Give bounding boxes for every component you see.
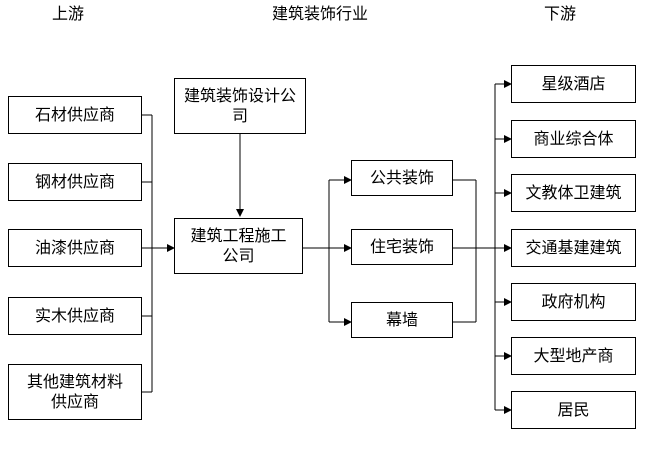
curtain-wall-box: 幕墙 xyxy=(351,302,453,338)
customer-box-education-health: 文教体卫建筑 xyxy=(511,174,636,212)
construction-company-box: 建筑工程施工公司 xyxy=(174,218,303,274)
customer-box-government: 政府机构 xyxy=(511,283,636,321)
supplier-label: 油漆供应商 xyxy=(34,238,115,257)
upstream-header: 上游 xyxy=(52,4,85,23)
customer-box-star-hotel: 星级酒店 xyxy=(511,65,636,103)
customer-label: 政府机构 xyxy=(541,292,606,311)
customer-box-residents: 居民 xyxy=(511,391,636,429)
construction-company-label: 建筑工程施工公司 xyxy=(190,226,287,265)
customer-label: 星级酒店 xyxy=(541,74,606,93)
supplier-label: 钢材供应商 xyxy=(34,172,115,191)
decoration-label: 公共装饰 xyxy=(369,168,434,187)
downstream-header: 下游 xyxy=(544,4,577,23)
supplier-label: 其他建筑材料供应商 xyxy=(26,372,123,411)
supplier-box-stone: 石材供应商 xyxy=(8,96,142,134)
public-decoration-box: 公共装饰 xyxy=(351,160,453,196)
customer-box-large-developer: 大型地产商 xyxy=(511,337,636,375)
supplier-box-other: 其他建筑材料供应商 xyxy=(8,364,142,420)
supplier-label: 实木供应商 xyxy=(34,306,115,325)
customer-label: 商业综合体 xyxy=(533,129,614,148)
supplier-box-wood: 实木供应商 xyxy=(8,297,142,335)
design-company-box: 建筑装饰设计公司 xyxy=(174,78,306,134)
supplier-box-paint: 油漆供应商 xyxy=(8,229,142,267)
customer-label: 交通基建建筑 xyxy=(525,238,622,257)
design-company-label: 建筑装饰设计公司 xyxy=(183,86,296,125)
customer-box-commercial-complex: 商业综合体 xyxy=(511,120,636,158)
customer-label: 居民 xyxy=(557,400,590,419)
decoration-label: 幕墙 xyxy=(385,310,418,329)
supplier-label: 石材供应商 xyxy=(34,105,115,124)
decoration-label: 住宅装饰 xyxy=(369,237,434,256)
customer-label: 文教体卫建筑 xyxy=(525,183,622,202)
customer-label: 大型地产商 xyxy=(533,346,614,365)
industry-header: 建筑装饰行业 xyxy=(272,4,369,23)
customer-box-transport-infrastructure: 交通基建建筑 xyxy=(511,229,636,267)
supplier-box-steel: 钢材供应商 xyxy=(8,163,142,201)
residential-decoration-box: 住宅装饰 xyxy=(351,229,453,265)
